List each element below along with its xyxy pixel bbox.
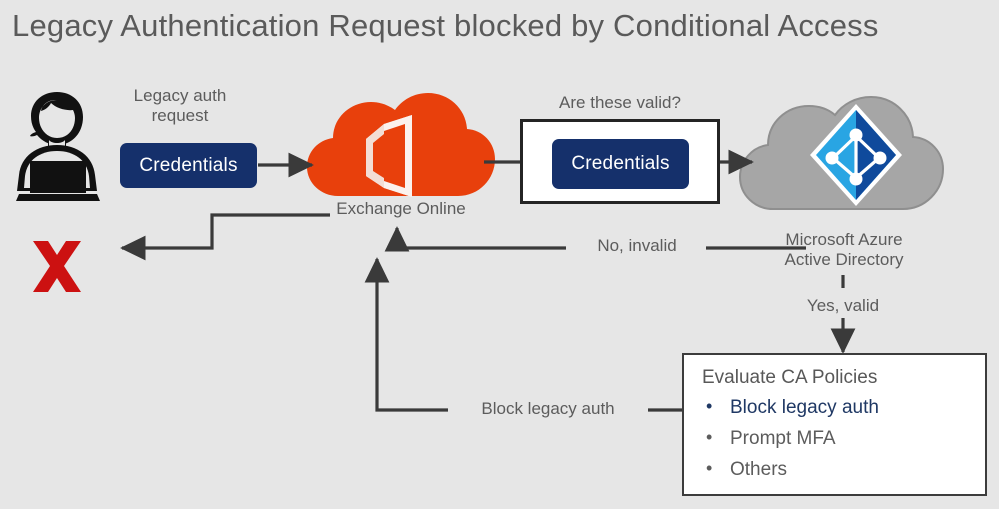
- ca-policies-title: Evaluate CA Policies: [702, 367, 878, 388]
- red-x-icon: [33, 241, 81, 292]
- legacy-auth-request-line1: Legacy auth: [133, 86, 227, 105]
- azure-active-directory-label: Microsoft Azure Active Directory: [768, 230, 920, 269]
- legacy-auth-request-line2: request: [151, 105, 209, 125]
- page-title: Legacy Authentication Request blocked by…: [12, 8, 879, 43]
- are-these-valid-label: Are these valid?: [559, 93, 681, 112]
- person-at-laptop-icon: [16, 92, 100, 201]
- evaluate-ca-policies-box: Evaluate CA Policies Block legacy auth P…: [682, 353, 987, 496]
- ca-policy-item-block-legacy-auth[interactable]: Block legacy auth: [702, 395, 985, 420]
- ca-policy-item-prompt-mfa[interactable]: Prompt MFA: [702, 426, 985, 451]
- ca-policies-list: Block legacy auth Prompt MFA Others: [702, 395, 985, 482]
- validation-credentials-badge[interactable]: Credentials: [552, 139, 689, 189]
- no-invalid-label: No, invalid: [597, 236, 677, 255]
- connector-block-to-exchange: [364, 257, 448, 412]
- connector-exchange-to-user-blocked: [120, 213, 330, 261]
- block-legacy-auth-connector-label: Block legacy auth: [481, 399, 615, 418]
- user-credentials-badge[interactable]: Credentials: [120, 143, 257, 188]
- legacy-auth-request-label: Legacy auth request: [112, 86, 248, 125]
- azure-active-directory-cloud-icon: [738, 95, 945, 210]
- exchange-online-cloud-icon: [307, 93, 495, 197]
- connector-invalid-to-exchange: [384, 226, 566, 252]
- ca-policy-item-others[interactable]: Others: [702, 457, 985, 482]
- credentials-validation-box: Credentials: [520, 119, 720, 204]
- azure-ad-label-line2: Active Directory: [784, 249, 904, 269]
- yes-valid-label: Yes, valid: [806, 296, 880, 315]
- azure-ad-label-line1: Microsoft Azure: [785, 230, 903, 249]
- exchange-online-label: Exchange Online: [336, 199, 466, 218]
